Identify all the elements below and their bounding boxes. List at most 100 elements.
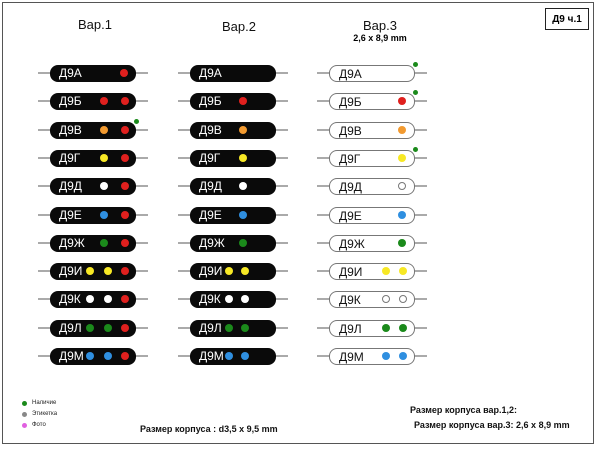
color-code-dot: [120, 69, 128, 77]
color-code-dot: [104, 295, 112, 303]
diode-var2-10: Д9Л: [190, 320, 276, 337]
diode-var2-9: Д9К: [190, 291, 276, 308]
diode-var3-9: Д9К: [329, 291, 415, 308]
color-code-dot: [104, 352, 112, 360]
diode-label: Д9И: [59, 264, 83, 278]
color-code-dot: [86, 352, 94, 360]
diode-var1-7: Д9Ж: [50, 235, 136, 252]
diode-var1-6: Д9Е: [50, 207, 136, 224]
color-code-dot: [225, 324, 233, 332]
color-code-dot: [121, 295, 129, 303]
color-code-dot: [121, 267, 129, 275]
color-code-dot: [100, 182, 108, 190]
color-code-dot: [121, 352, 129, 360]
color-code-dot: [121, 154, 129, 162]
diode-var2-6: Д9Е: [190, 207, 276, 224]
color-code-dot: [241, 352, 249, 360]
diode-var3-5: Д9Д: [329, 178, 415, 195]
body-size-note: Размер корпуса : d3,5 x 9,5 mm: [140, 424, 278, 434]
diode-var1-10: Д9Л: [50, 320, 136, 337]
color-code-dot: [399, 324, 407, 332]
color-code-dot: [121, 239, 129, 247]
diode-label: Д9Ж: [339, 237, 365, 251]
diode-label: Д9Г: [59, 151, 81, 165]
diode-var3-6: Д9Е: [329, 207, 415, 224]
column-title-var2: Вар.2: [222, 19, 256, 34]
color-code-dot: [239, 239, 247, 247]
availability-mark: [134, 119, 139, 124]
legend-item-label-tag: Этикетка: [22, 411, 57, 417]
color-code-dot: [100, 239, 108, 247]
color-code-dot: [399, 295, 407, 303]
color-code-dot: [121, 97, 129, 105]
diode-label: Д9В: [199, 123, 222, 137]
diode-var3-8: Д9И: [329, 263, 415, 280]
legend-swatch-gray: [22, 411, 27, 417]
diode-var3-2: Д9Б: [329, 93, 415, 110]
color-code-dot: [239, 126, 247, 134]
diode-label: Д9К: [59, 292, 81, 306]
color-code-dot: [100, 211, 108, 219]
color-code-dot: [398, 239, 406, 247]
color-code-dot: [104, 324, 112, 332]
diode-label: Д9М: [59, 349, 84, 363]
diode-label: Д9Д: [59, 179, 82, 193]
color-code-dot: [86, 295, 94, 303]
diode-label: Д9Г: [339, 152, 361, 166]
sheet-tag: Д9 ч.1: [545, 8, 589, 30]
diode-var2-8: Д9И: [190, 263, 276, 280]
color-code-dot: [100, 126, 108, 134]
column-title-var3: Вар.3: [363, 18, 397, 33]
diode-var2-3: Д9В: [190, 122, 276, 139]
diode-label: Д9Б: [199, 94, 222, 108]
diode-label: Д9Д: [339, 180, 362, 194]
diode-label: Д9Д: [199, 179, 222, 193]
diode-label: Д9Г: [199, 151, 221, 165]
size-note-var12: Размер корпуса вар.1,2:: [410, 405, 518, 415]
color-code-dot: [382, 324, 390, 332]
diode-label: Д9В: [339, 124, 362, 138]
diode-label: Д9М: [339, 350, 364, 364]
legend-swatch-pink: [22, 422, 27, 428]
legend-label: Этикетка: [32, 411, 58, 417]
color-code-dot: [225, 267, 233, 275]
color-code-dot: [399, 267, 407, 275]
diode-label: Д9М: [199, 349, 224, 363]
color-code-dot: [239, 211, 247, 219]
diode-label: Д9А: [339, 67, 362, 81]
color-code-dot: [398, 154, 406, 162]
diode-var1-1: Д9А: [50, 65, 136, 82]
availability-mark: [413, 90, 418, 95]
diode-label: Д9Ж: [59, 236, 85, 250]
color-code-dot: [100, 97, 108, 105]
diode-var2-5: Д9Д: [190, 178, 276, 195]
diode-var1-5: Д9Д: [50, 178, 136, 195]
color-code-dot: [100, 154, 108, 162]
diode-label: Д9Л: [339, 322, 362, 336]
color-code-dot: [86, 267, 94, 275]
diode-var1-4: Д9Г: [50, 150, 136, 167]
diode-label: Д9Е: [339, 209, 362, 223]
diode-var2-1: Д9А: [190, 65, 276, 82]
diode-label: Д9Е: [59, 208, 82, 222]
diode-label: Д9А: [199, 66, 222, 80]
legend-item-photo: Фото: [22, 422, 46, 428]
legend-swatch-green: [22, 400, 27, 406]
diode-var1-2: Д9Б: [50, 93, 136, 110]
diode-label: Д9Л: [59, 321, 82, 335]
color-code-dot: [121, 324, 129, 332]
color-code-dot: [398, 126, 406, 134]
diode-label: Д9Е: [199, 208, 222, 222]
color-code-dot: [121, 211, 129, 219]
color-code-dot: [121, 182, 129, 190]
diode-label: Д9А: [59, 66, 82, 80]
diode-var1-8: Д9И: [50, 263, 136, 280]
column-subtitle-var3: 2,6 x 8,9 mm: [353, 33, 407, 43]
size-note-var3: Размер корпуса вар.3: 2,6 x 8,9 mm: [414, 420, 570, 430]
availability-mark: [413, 62, 418, 67]
diode-label: Д9И: [339, 265, 363, 279]
color-code-dot: [225, 295, 233, 303]
color-code-dot: [398, 182, 406, 190]
diode-label: Д9Ж: [199, 236, 225, 250]
color-code-dot: [225, 352, 233, 360]
